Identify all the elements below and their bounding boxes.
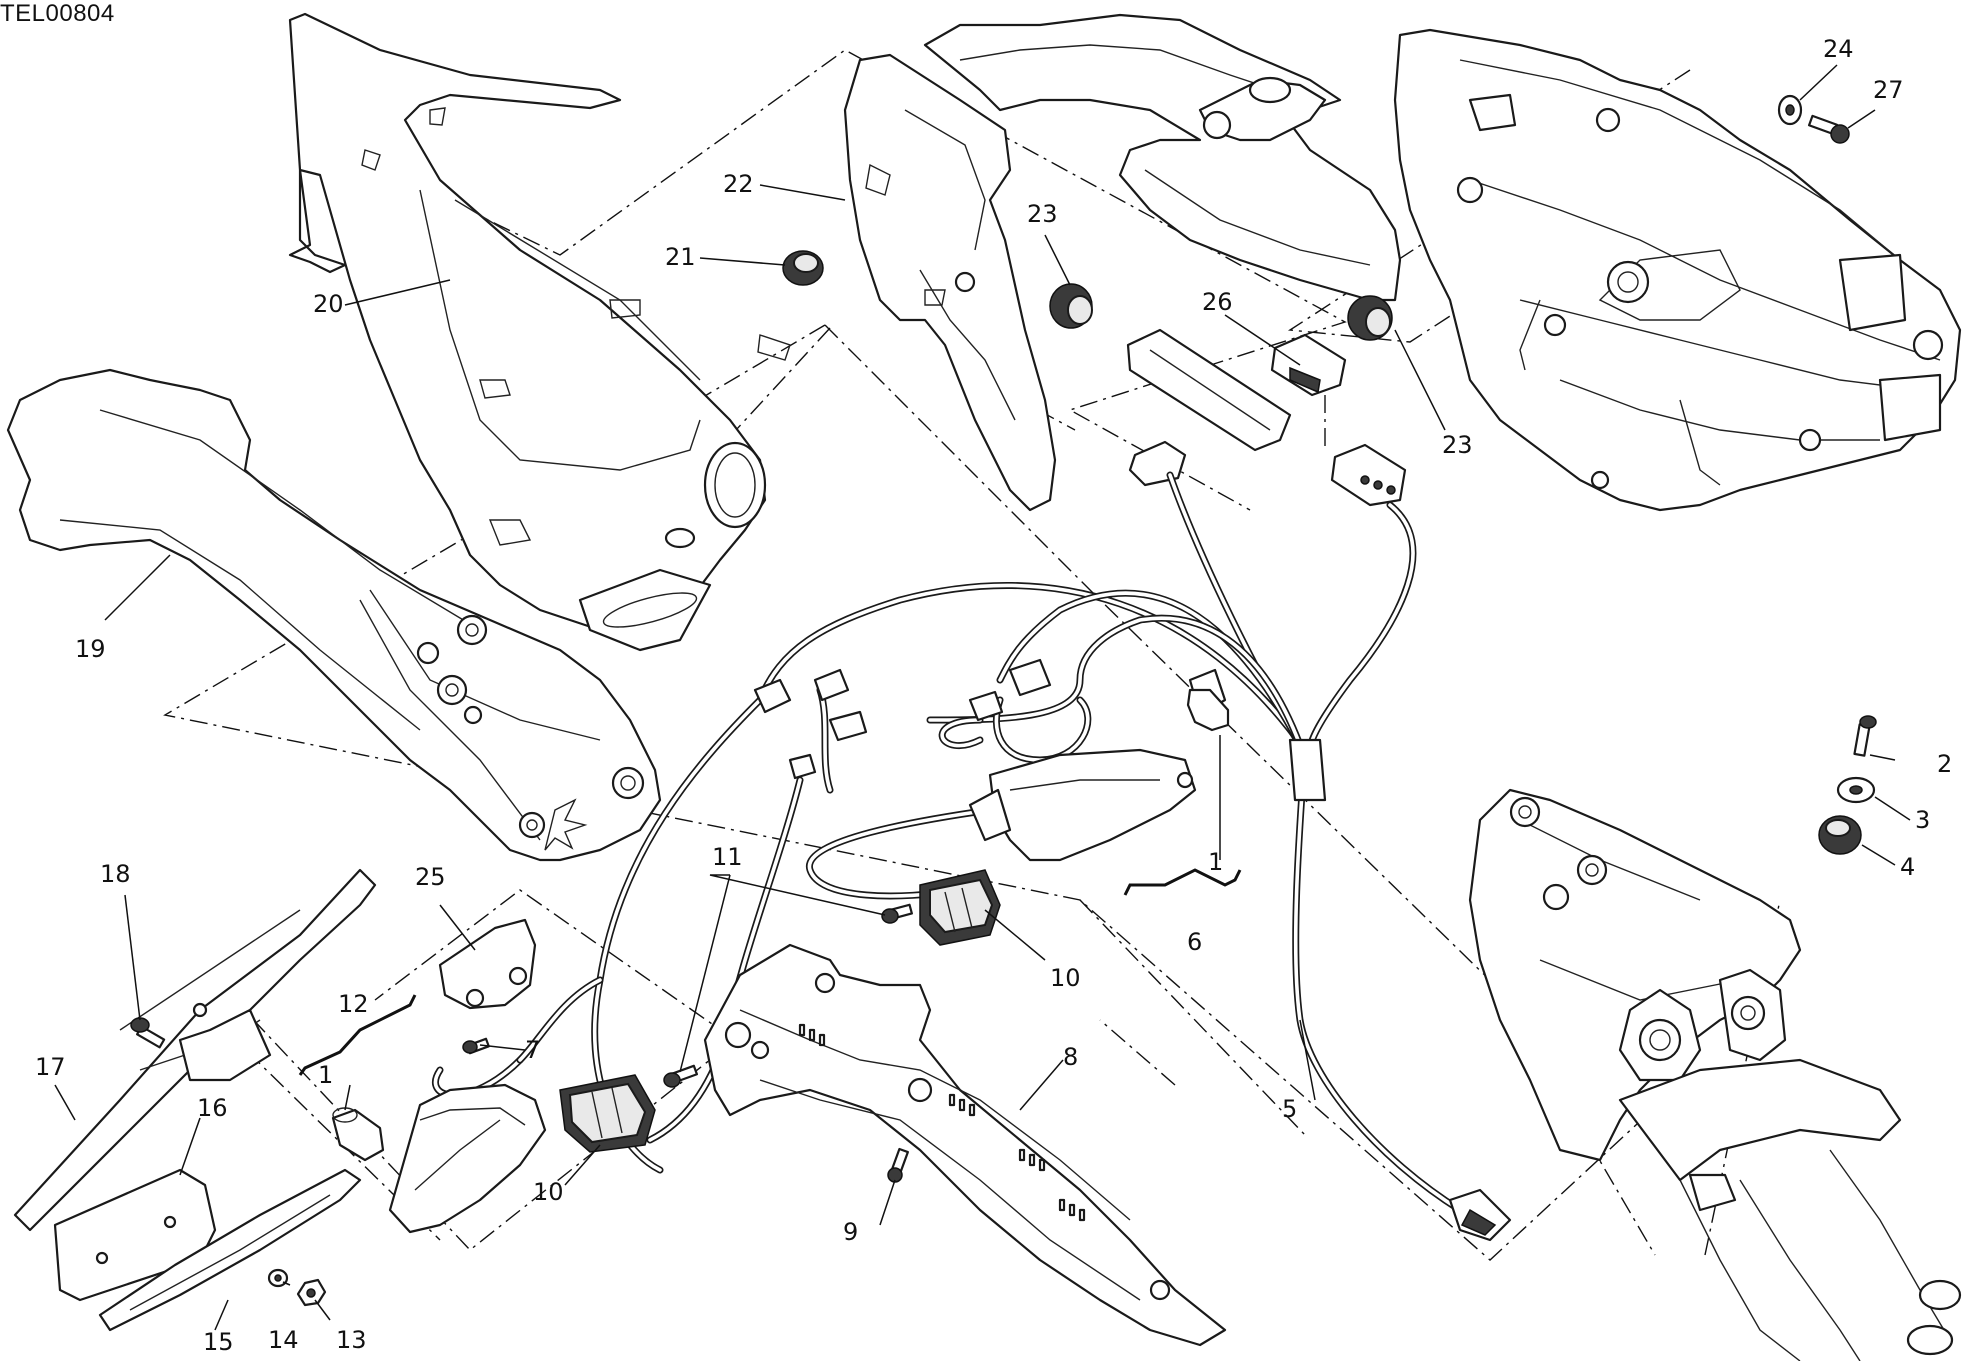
callout-20: 20 <box>313 290 344 318</box>
washer-part-14 <box>267 1268 289 1288</box>
callout-8: 8 <box>1063 1043 1079 1071</box>
callout-25: 25 <box>415 863 446 891</box>
plate-holder-part-8 <box>703 943 1227 1347</box>
callout-4: 4 <box>1900 853 1916 881</box>
fasteners <box>130 94 1877 1307</box>
callout-6: 6 <box>1187 928 1203 956</box>
screw-part-18 <box>130 1017 166 1049</box>
callout-23-left: 23 <box>1027 200 1058 228</box>
group-brace-12 <box>298 994 417 1076</box>
connector-part-25 <box>438 918 537 1010</box>
callout-10-left: 10 <box>533 1178 564 1206</box>
callout-24: 24 <box>1823 35 1854 63</box>
callout-18: 18 <box>100 860 131 888</box>
callout-9: 9 <box>843 1218 859 1246</box>
callout-19: 19 <box>75 635 106 663</box>
screw-part-27 <box>1807 114 1850 144</box>
callout-14: 14 <box>268 1326 299 1354</box>
grommet-part-21 <box>782 250 824 286</box>
callout-23-right: 23 <box>1442 431 1473 459</box>
drawing-code: TEL00804 <box>0 0 115 27</box>
callout-1-left: 1 <box>318 1061 334 1089</box>
screw-part-9 <box>887 1147 909 1183</box>
grommet-part-23-right <box>1347 295 1393 341</box>
screw-part-11-left <box>663 1064 699 1088</box>
callout-15: 15 <box>203 1328 234 1356</box>
leader-lines <box>54 64 1911 1331</box>
callout-13: 13 <box>336 1326 367 1354</box>
grommet-part-4 <box>1818 815 1862 855</box>
plastic-support-part-22 <box>843 53 1057 512</box>
callout-3: 3 <box>1915 806 1931 834</box>
callout-17: 17 <box>35 1053 66 1081</box>
callout-26: 26 <box>1202 288 1233 316</box>
callout-16: 16 <box>197 1094 228 1122</box>
upper-tail-unit <box>923 13 1402 302</box>
callout-2: 2 <box>1937 750 1953 778</box>
callout-5: 5 <box>1282 1095 1298 1123</box>
turn-signal-right-part-6 <box>968 688 1230 862</box>
rubber-mount-part-10-right <box>919 869 1001 946</box>
callout-21: 21 <box>665 243 696 271</box>
group-brace-6 <box>1123 868 1242 896</box>
washer-part-24 <box>1777 94 1803 126</box>
callout-22: 22 <box>723 170 754 198</box>
plate-light-lens-part-15 <box>98 1168 362 1332</box>
turn-signal-left-part-12 <box>388 1083 547 1234</box>
tail-body-right <box>1393 28 1962 512</box>
washer-part-3 <box>1836 776 1876 804</box>
callout-7: 7 <box>525 1036 541 1064</box>
connector-26-assembly <box>1126 328 1407 507</box>
screw-part-11-right <box>881 903 913 924</box>
callout-11: 11 <box>712 843 743 871</box>
screw-part-7 <box>462 1037 490 1055</box>
callout-27: 27 <box>1873 76 1904 104</box>
grommets <box>782 250 1393 341</box>
callout-1-right: 1 <box>1208 848 1224 876</box>
screw-part-2 <box>1853 715 1877 757</box>
plate-holder-slots <box>798 1023 1086 1222</box>
bracket-part-17 <box>13 868 377 1232</box>
grommet-part-23-left <box>1049 283 1093 329</box>
nut-part-13 <box>296 1278 327 1307</box>
callout-12: 12 <box>338 990 369 1018</box>
rear-subframe-part-19 <box>6 368 662 862</box>
bulb-part-1-left <box>331 1107 385 1162</box>
callout-10-right: 10 <box>1050 964 1081 992</box>
tail-cover-part-20 <box>288 12 791 652</box>
rubber-mount-part-10-left <box>559 1074 656 1153</box>
rear-frame-right <box>1468 788 1962 1361</box>
